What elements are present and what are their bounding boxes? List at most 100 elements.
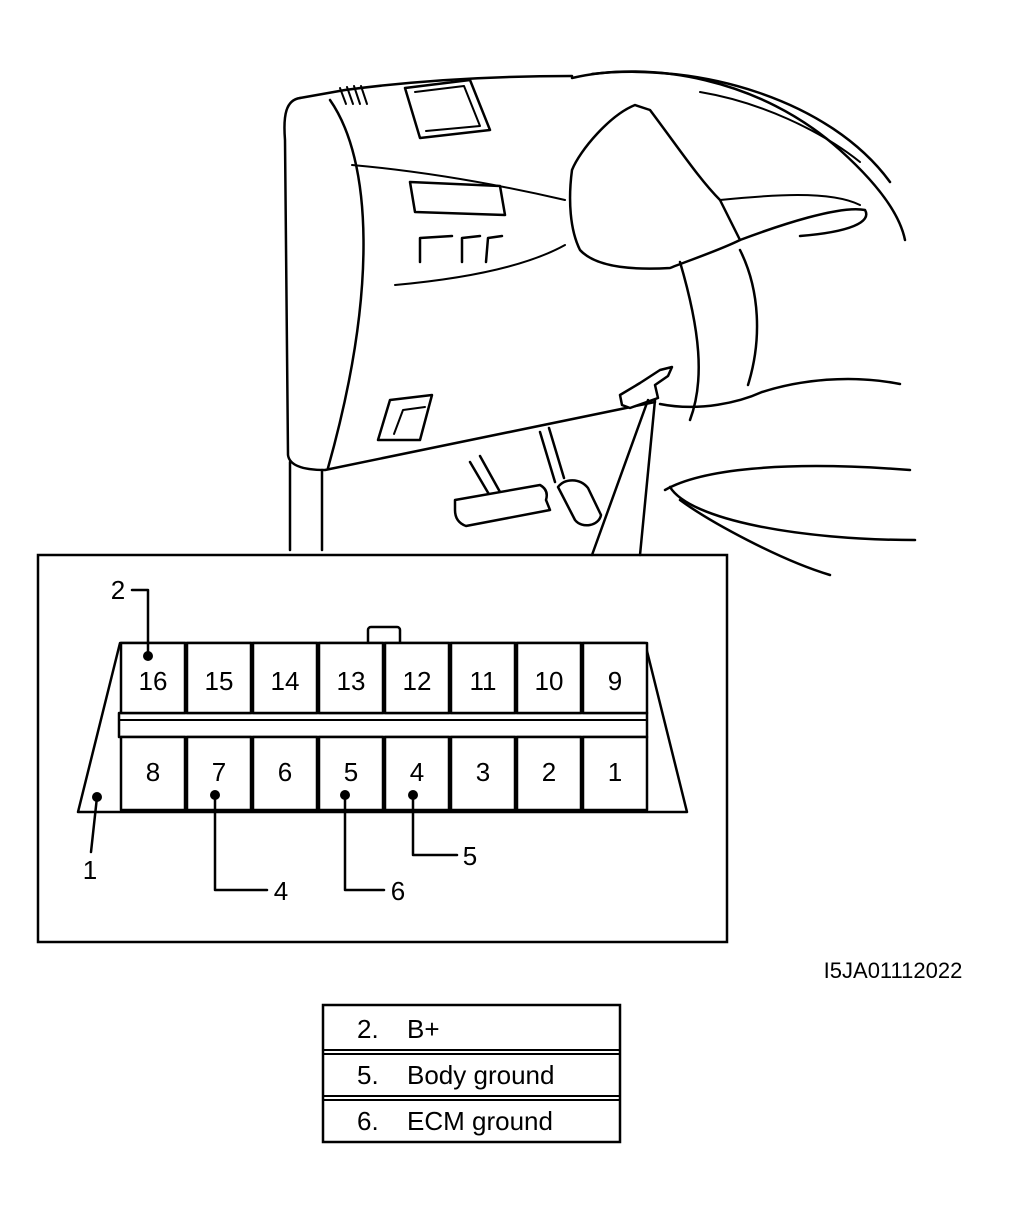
dash-switch-brackets xyxy=(418,234,504,264)
legend-row-text: ECM ground xyxy=(407,1106,553,1136)
inset-leader-left xyxy=(590,398,650,557)
legend-row-text: B+ xyxy=(407,1014,440,1044)
right-side-trim-lines xyxy=(658,248,917,577)
connector-pin-number: 11 xyxy=(470,666,497,696)
connector-pin-cell xyxy=(185,641,253,715)
pedals xyxy=(453,426,603,528)
connector-pin-number: 14 xyxy=(271,666,300,696)
legend-row-number: 5. xyxy=(357,1060,379,1090)
dash-vent-slits xyxy=(339,85,368,105)
connector-pin-13: 13 xyxy=(317,641,385,715)
legend-frame xyxy=(321,1003,622,1144)
connector-pin-number: 5 xyxy=(344,757,358,787)
legend-row-number: 2. xyxy=(357,1014,379,1044)
figure-code: I5JA01112022 xyxy=(824,958,963,983)
connector-pin-7: 7 xyxy=(185,735,253,812)
connector-center-strip xyxy=(117,711,649,739)
connector-pin-cell xyxy=(383,641,451,715)
callout-6-leader xyxy=(343,793,386,892)
callout-2-leader xyxy=(130,588,150,654)
callout-1-label: 1 xyxy=(83,855,97,885)
dash-surface-line-lower xyxy=(394,244,566,286)
connector-pin-6: 6 xyxy=(251,735,319,812)
connector-pin-cell xyxy=(317,641,385,715)
connector-pin-cell xyxy=(251,735,319,812)
connector-pin-11: 11 xyxy=(449,641,517,715)
callout-4-leader xyxy=(213,793,269,892)
connector-pin-5: 5 xyxy=(317,735,385,812)
callout-6-label: 6 xyxy=(391,876,405,906)
dash-radio-slot xyxy=(408,180,507,217)
connector-pin-12: 12 xyxy=(383,641,451,715)
callout-5-label: 5 xyxy=(463,841,477,871)
dashboard-illustration xyxy=(283,70,917,577)
connector-pin-number: 7 xyxy=(212,757,226,787)
connector-pin-9: 9 xyxy=(581,641,649,715)
callout-1: 1 xyxy=(83,792,102,885)
connector-pin-cell xyxy=(515,641,583,715)
lower-left-switch xyxy=(376,393,434,442)
connector-pin-number: 6 xyxy=(278,757,292,787)
connector-pin-cell xyxy=(449,641,517,715)
callout-2-label: 2 xyxy=(111,575,125,605)
connector-pin-number: 3 xyxy=(476,757,490,787)
connector-pin-cell xyxy=(119,735,187,812)
callout-4: 4 xyxy=(210,790,288,906)
connector-pin-1: 1 xyxy=(581,735,649,812)
dash-surface-line-upper xyxy=(351,164,566,201)
callout-4-label: 4 xyxy=(274,876,288,906)
brake-pedal xyxy=(453,483,552,528)
connector-pin-number: 12 xyxy=(403,666,432,696)
legend-row: 6. ECM ground xyxy=(357,1106,553,1136)
callout-5: 5 xyxy=(408,790,477,871)
legend-table: 2. B+ 5. Body ground 6. ECM ground xyxy=(321,1003,622,1144)
connector-pin-number: 10 xyxy=(535,666,564,696)
connector-pin-4: 4 xyxy=(383,735,451,812)
connector-pin-16: 16 xyxy=(119,641,187,715)
steering-wheel xyxy=(570,70,907,242)
connector-pin-number: 13 xyxy=(337,666,366,696)
connector-pin-cell xyxy=(251,641,319,715)
connector-top-row: 16 15 14 13 12 11 10 9 xyxy=(119,641,649,715)
connector-pin-number: 1 xyxy=(608,757,622,787)
connector-pin-cell xyxy=(515,735,583,812)
dashboard-panel-inner-curve xyxy=(326,98,365,470)
lower-left-switch-inner xyxy=(393,406,426,435)
dash-top-display-inner xyxy=(414,85,481,132)
legend-row: 5. Body ground xyxy=(357,1060,554,1090)
connector-pin-cell xyxy=(449,735,517,812)
connector-pin-number: 2 xyxy=(542,757,556,787)
connector-pin-number: 4 xyxy=(410,757,424,787)
inset-leader-right xyxy=(638,398,657,557)
connector-pin-cell xyxy=(581,641,649,715)
callout-2-dot xyxy=(143,651,153,661)
callout-2: 2 xyxy=(111,575,153,661)
connector-pin-number: 9 xyxy=(608,666,622,696)
callout-6: 6 xyxy=(340,790,405,906)
connector-pin-number: 15 xyxy=(205,666,234,696)
connector-pin-8: 8 xyxy=(119,735,187,812)
callout-1-leader xyxy=(89,795,99,854)
dashboard-top-edge xyxy=(298,74,574,100)
connector-pin-cell xyxy=(119,641,187,715)
steering-column-shroud xyxy=(568,103,742,270)
connector-pin-cell xyxy=(317,735,385,812)
legend-row-text: Body ground xyxy=(407,1060,554,1090)
connector-pin-3: 3 xyxy=(449,735,517,812)
connector-pin-number: 16 xyxy=(139,666,168,696)
connector-pin-2: 2 xyxy=(515,735,583,812)
connector-pin-15: 15 xyxy=(185,641,253,715)
accelerator-pedal xyxy=(556,479,603,527)
connector-pin-10: 10 xyxy=(515,641,583,715)
connector-pin-cell xyxy=(581,735,649,812)
connector-pin-14: 14 xyxy=(251,641,319,715)
callout-5-leader xyxy=(411,793,459,857)
connector-inset-frame xyxy=(36,553,729,944)
dlc-location-on-dash xyxy=(618,365,674,410)
dash-top-display xyxy=(403,78,492,140)
legend-row: 2. B+ xyxy=(357,1014,440,1044)
legend-row-number: 6. xyxy=(357,1106,379,1136)
